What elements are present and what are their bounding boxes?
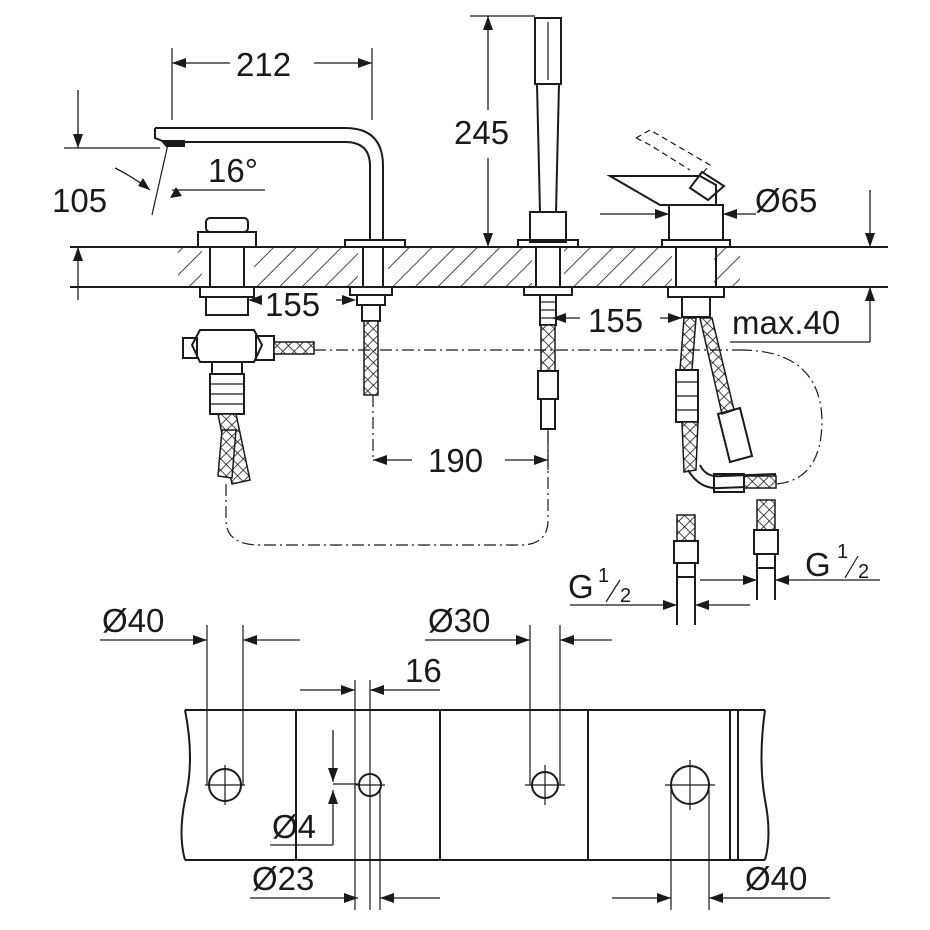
single-lever-mixer: [606, 129, 777, 493]
label-spout-angle: 16°: [208, 152, 258, 189]
label-thread-right-den: 2: [858, 561, 869, 583]
dimension-labels: 212 245 105 16° 155 155 Ø65 max.40 190 G…: [52, 46, 869, 897]
label-thread-right-num: 1: [837, 541, 848, 563]
hand-shower: [517, 17, 579, 430]
label-lever-diameter: Ø65: [755, 182, 817, 219]
deck-section: [70, 243, 888, 291]
label-hole-d40-right: Ø40: [745, 860, 807, 897]
dimension-lines: [64, 15, 880, 610]
label-thread-left: G: [568, 568, 594, 605]
label-hole-d40-left: Ø40: [102, 602, 164, 639]
diverter-valve: [182, 217, 315, 485]
drilling-template: [100, 625, 830, 910]
label-pin-d23: Ø23: [252, 860, 314, 897]
label-slot-width: 16: [405, 652, 442, 689]
hose-routing-lines: [225, 349, 823, 546]
label-thread-left-num: 1: [598, 565, 609, 587]
supply-hoses: [673, 499, 779, 625]
label-max-deck: max.40: [732, 304, 840, 341]
label-hole-d30: Ø30: [428, 602, 490, 639]
label-hose-spacing: 190: [428, 442, 483, 479]
label-pin-d4: Ø4: [272, 808, 316, 845]
label-thread-right: G: [805, 546, 831, 583]
label-shower-height: 245: [454, 114, 509, 151]
label-diverter-offset: 155: [265, 286, 320, 323]
label-mixer-offset: 155: [588, 302, 643, 339]
label-spout-height: 105: [52, 182, 107, 219]
spout: [154, 127, 406, 396]
label-spout-width: 212: [236, 46, 291, 83]
label-thread-left-den: 2: [620, 585, 631, 607]
